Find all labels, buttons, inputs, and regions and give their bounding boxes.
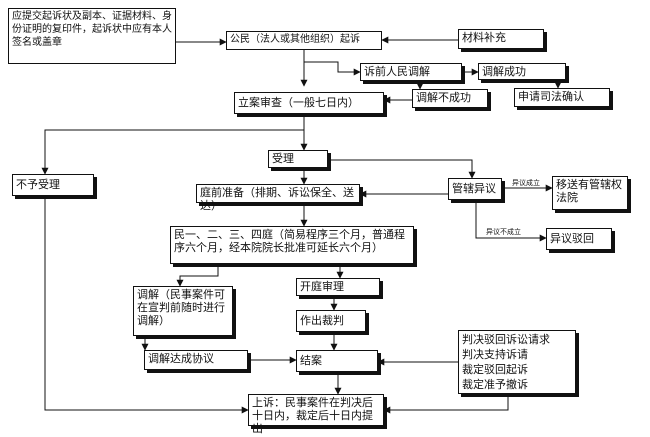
edge-filing-to-reject [41, 129, 304, 175]
accept-box: 受理 [268, 150, 328, 168]
jurisdiction-objection-box: 管辖异议 [448, 178, 502, 200]
supplement-materials-box: 材料补充 [458, 29, 544, 49]
civil-courts-box: 民一、二、三、四庭（简易程序三个月，普通程序六个月，经本院院长批准可延长六个月） [170, 226, 414, 264]
edge-rulings-to-appeal [383, 394, 509, 414]
filing-review-box: 立案审查（一般七日内） [234, 92, 384, 114]
judicial-confirm-box: 申请司法确认 [514, 88, 610, 107]
reject-box: 不予受理 [12, 174, 94, 196]
objection-rejected-box: 异议驳回 [546, 228, 612, 250]
transfer-box: 移送有管辖权法院 [552, 176, 628, 210]
mediation-success-box: 调解成功 [478, 63, 566, 80]
pretrial-prep-box: 庭前准备（排期、诉讼保全、送达） [196, 184, 360, 212]
rulings-box: 判决驳回诉讼请求 判决支持诉请 裁定驳回起诉 裁定准予撤诉 [458, 330, 576, 394]
edge-label-objection-invalid: 异议不成立 [486, 228, 521, 236]
edge-reject-to-appeal [44, 196, 249, 414]
court-mediation-box: 调解（民事案件可在宣判前随时进行调解） [133, 286, 233, 336]
mediation-fail-box: 调解不成功 [412, 89, 488, 108]
edge-label-objection-valid: 异议成立 [512, 179, 540, 187]
edge-objection-to-rejected [475, 200, 547, 242]
filing-materials-note: 应提交起诉状及副本、证据材料、身份证明的复印件，起诉状中应有本人签名或盖章 [8, 8, 176, 64]
mediation-agreement-box: 调解达成协议 [144, 350, 248, 370]
edge-accept-to-objection [328, 159, 476, 179]
conclude-box: 结案 [296, 350, 378, 372]
edge-sue-to-premediation [304, 61, 361, 76]
edge-courts-to-mediation [176, 264, 219, 287]
judgment-box: 作出裁判 [296, 310, 366, 332]
plaintiff-sue-box: 公民（法人或其他组织）起诉 [226, 31, 382, 50]
appeal-box: 上诉：民事案件在判决后十日内，裁定后十日内提出 [248, 394, 384, 435]
pre-mediation-box: 诉前人民调解 [360, 63, 462, 81]
trial-box: 开庭审理 [296, 278, 380, 296]
